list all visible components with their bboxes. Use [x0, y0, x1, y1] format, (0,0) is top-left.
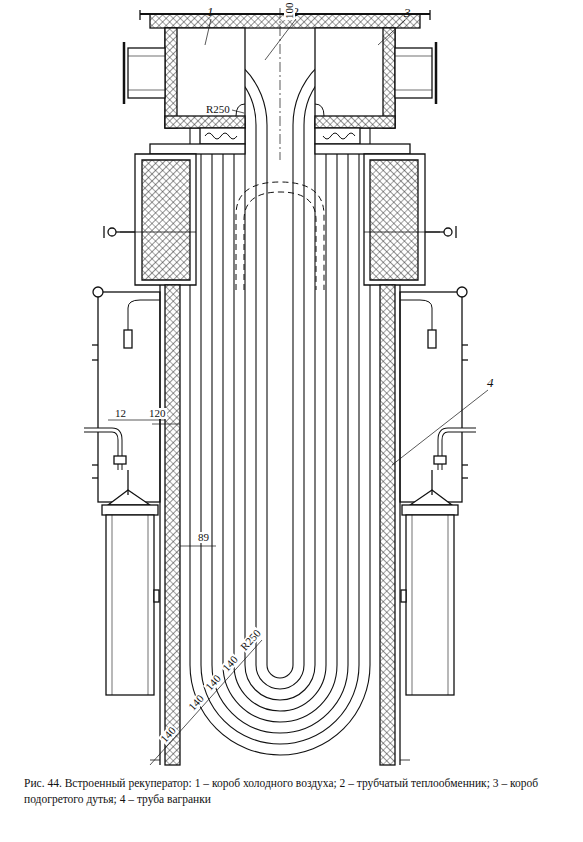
dimension-label: 120	[148, 408, 167, 419]
tube	[185, 76, 375, 711]
tube	[185, 120, 375, 755]
dimension-label: 89	[197, 532, 210, 543]
callout-number: 4	[486, 376, 495, 389]
callout-number: 3	[403, 6, 412, 19]
dimension-label: 140	[203, 672, 224, 693]
dimension-label: 12	[114, 408, 127, 419]
dimension-label: R250	[205, 104, 231, 115]
tube	[185, 98, 375, 733]
figure-caption: Рис. 44. Встроенный рекуператор: 1 – кор…	[24, 776, 560, 807]
dimension-label: 140	[186, 692, 207, 713]
tube	[185, 87, 375, 722]
callout-number: 1	[206, 5, 215, 18]
tube	[185, 65, 375, 700]
tube	[185, 109, 375, 744]
dimension-label: R250	[238, 627, 263, 654]
dimension-label: 100	[284, 2, 295, 21]
